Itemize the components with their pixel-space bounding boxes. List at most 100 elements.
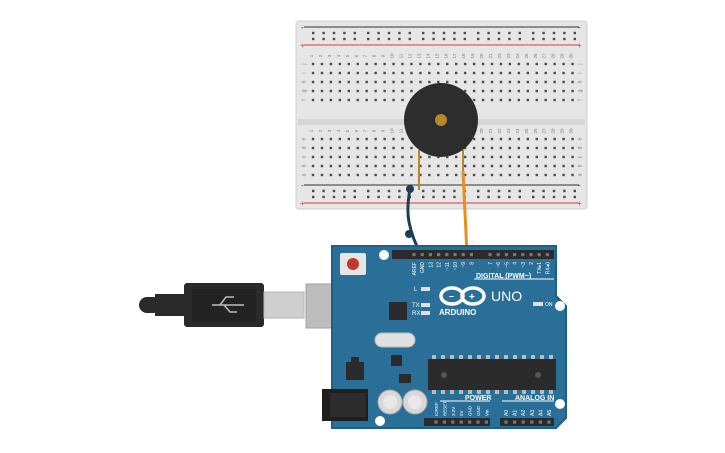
rail-hole[interactable] <box>332 31 336 35</box>
analog-pin[interactable] <box>504 420 508 424</box>
terminal-hole[interactable] <box>508 80 512 84</box>
terminal-hole[interactable] <box>490 80 494 84</box>
terminal-hole[interactable] <box>329 71 333 75</box>
terminal-hole[interactable] <box>562 164 565 168</box>
rail-hole[interactable] <box>353 195 356 199</box>
terminal-hole[interactable] <box>508 62 512 66</box>
terminal-hole[interactable] <box>517 164 521 168</box>
terminal-hole[interactable] <box>383 164 386 168</box>
rail-hole[interactable] <box>518 189 521 193</box>
rail-hole[interactable] <box>563 31 566 35</box>
rail-hole[interactable] <box>532 195 535 199</box>
rail-hole[interactable] <box>332 195 336 199</box>
rail-hole[interactable] <box>518 195 521 199</box>
rail-hole[interactable] <box>573 195 576 199</box>
terminal-hole[interactable] <box>401 137 404 141</box>
terminal-hole[interactable] <box>535 146 538 150</box>
rail-hole[interactable] <box>542 31 545 35</box>
power-pin[interactable] <box>442 420 446 424</box>
terminal-hole[interactable] <box>356 80 359 84</box>
rail-hole[interactable] <box>398 31 401 35</box>
rail-hole[interactable] <box>532 37 535 41</box>
terminal-hole[interactable] <box>401 173 404 177</box>
rail-hole[interactable] <box>453 195 456 199</box>
rail-hole[interactable] <box>487 37 490 41</box>
terminal-hole[interactable] <box>517 155 521 159</box>
terminal-hole[interactable] <box>338 146 342 150</box>
rail-hole[interactable] <box>377 195 380 199</box>
terminal-hole[interactable] <box>481 137 485 141</box>
terminal-hole[interactable] <box>571 137 574 141</box>
rail-hole[interactable] <box>367 195 370 199</box>
terminal-hole[interactable] <box>428 173 431 177</box>
terminal-hole[interactable] <box>562 98 565 102</box>
terminal-hole[interactable] <box>365 98 368 102</box>
rail-hole[interactable] <box>487 195 490 199</box>
terminal-hole[interactable] <box>392 155 395 159</box>
terminal-hole[interactable] <box>463 62 467 66</box>
rail-hole[interactable] <box>497 37 501 41</box>
terminal-hole[interactable] <box>338 173 342 177</box>
terminal-hole[interactable] <box>553 80 556 84</box>
terminal-hole[interactable] <box>356 164 359 168</box>
terminal-hole[interactable] <box>347 173 350 177</box>
rail-hole[interactable] <box>518 37 521 41</box>
terminal-hole[interactable] <box>517 62 521 66</box>
terminal-hole[interactable] <box>410 80 413 84</box>
reset-button[interactable] <box>347 258 359 270</box>
terminal-hole[interactable] <box>347 89 350 93</box>
rail-hole[interactable] <box>573 189 576 193</box>
terminal-hole[interactable] <box>455 62 458 66</box>
terminal-hole[interactable] <box>544 71 547 75</box>
power-pin[interactable] <box>484 420 488 424</box>
terminal-hole[interactable] <box>553 62 556 66</box>
terminal-hole[interactable] <box>544 62 547 66</box>
rail-hole[interactable] <box>563 37 566 41</box>
rail-hole[interactable] <box>552 31 556 35</box>
power-pin[interactable] <box>434 420 438 424</box>
terminal-hole[interactable] <box>311 173 315 177</box>
rail-hole[interactable] <box>508 195 511 199</box>
rail-hole[interactable] <box>312 189 315 193</box>
terminal-hole[interactable] <box>446 62 449 66</box>
terminal-hole[interactable] <box>481 62 485 66</box>
terminal-hole[interactable] <box>481 89 485 93</box>
digital-pin[interactable] <box>504 253 508 257</box>
terminal-hole[interactable] <box>544 173 547 177</box>
rail-hole[interactable] <box>573 31 576 35</box>
terminal-hole[interactable] <box>535 98 538 102</box>
terminal-hole[interactable] <box>383 98 386 102</box>
terminal-hole[interactable] <box>392 89 395 93</box>
rail-hole[interactable] <box>343 189 346 193</box>
terminal-hole[interactable] <box>419 164 422 168</box>
terminal-hole[interactable] <box>437 155 440 159</box>
terminal-hole[interactable] <box>311 146 315 150</box>
rail-hole[interactable] <box>377 31 380 35</box>
terminal-hole[interactable] <box>526 173 529 177</box>
terminal-hole[interactable] <box>383 173 386 177</box>
terminal-hole[interactable] <box>401 80 404 84</box>
digital-pin[interactable] <box>445 253 449 257</box>
rail-hole[interactable] <box>463 31 466 35</box>
terminal-hole[interactable] <box>347 71 350 75</box>
terminal-hole[interactable] <box>410 164 413 168</box>
terminal-hole[interactable] <box>472 146 476 150</box>
terminal-hole[interactable] <box>446 155 449 159</box>
terminal-hole[interactable] <box>437 62 440 66</box>
terminal-hole[interactable] <box>571 98 574 102</box>
digital-pin[interactable] <box>420 253 424 257</box>
terminal-hole[interactable] <box>571 164 574 168</box>
terminal-hole[interactable] <box>499 173 503 177</box>
rail-hole[interactable] <box>367 31 370 35</box>
terminal-hole[interactable] <box>472 164 476 168</box>
terminal-hole[interactable] <box>374 98 377 102</box>
terminal-hole[interactable] <box>320 80 324 84</box>
rail-hole[interactable] <box>563 189 566 193</box>
terminal-hole[interactable] <box>526 137 529 141</box>
rail-hole[interactable] <box>387 195 391 199</box>
terminal-hole[interactable] <box>365 137 368 141</box>
terminal-hole[interactable] <box>419 173 422 177</box>
terminal-hole[interactable] <box>437 71 440 75</box>
terminal-hole[interactable] <box>311 155 315 159</box>
terminal-hole[interactable] <box>401 71 404 75</box>
